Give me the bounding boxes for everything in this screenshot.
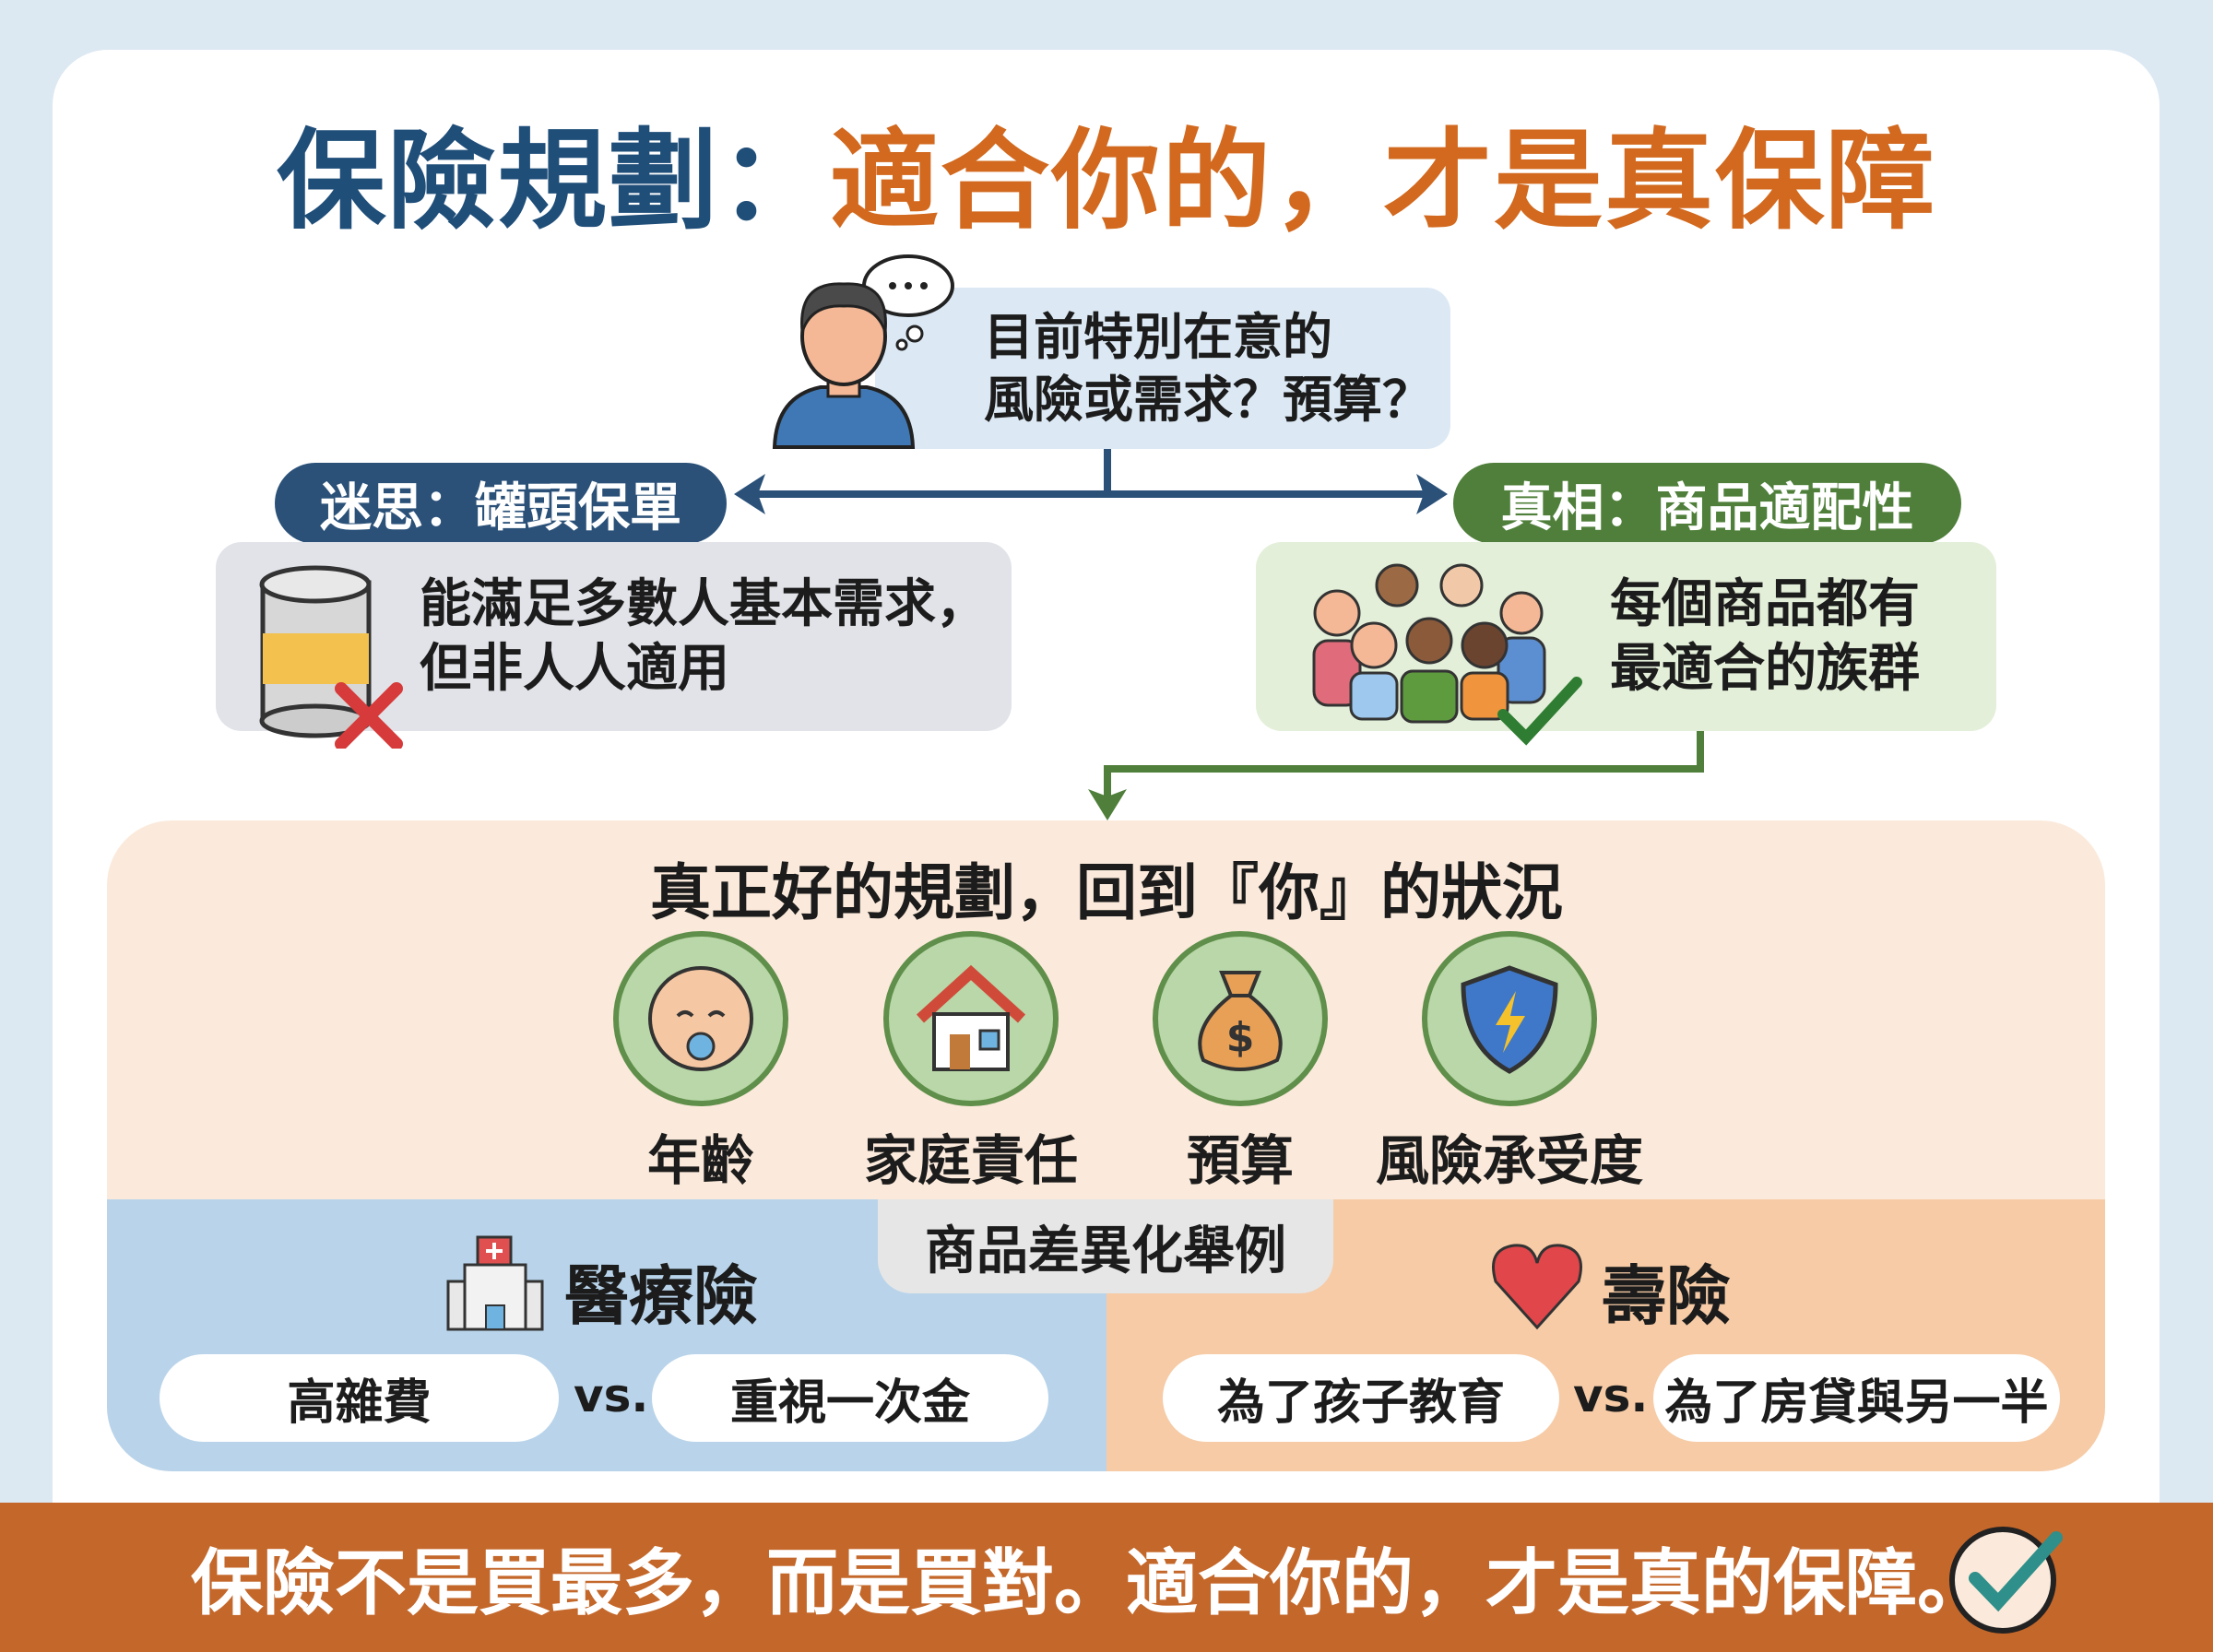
question-box: 目前特別在意的 風險或需求？預算？ [875,288,1450,449]
medical-option-2: 重視一次金 [652,1354,1048,1442]
money-bag-icon: $ [1153,931,1328,1106]
diverse-people-group-icon [1312,563,1582,746]
medical-option-1: 高雜費 [160,1354,559,1442]
shield-icon [1422,931,1597,1106]
life-title: 壽險 [1602,1258,1731,1334]
life-vs: vs. [1573,1369,1649,1422]
footer-banner: 保險不是買最多，而是買對。適合你的，才是真的保障。 [0,1503,2213,1652]
examples-tab: 商品差異化舉例 [878,1199,1333,1293]
house-icon [883,931,1059,1106]
factor-family: 家庭責任 [863,1129,1078,1192]
factor-budget: 預算 [1186,1129,1294,1192]
life-option-2: 為了房貸與另一半 [1653,1354,2060,1442]
life-option-1: 為了孩子教育 [1163,1354,1559,1442]
check-circle-icon [1949,1527,2063,1634]
medical-title: 醫療險 [564,1258,758,1334]
planning-heading: 真正好的規劃，回到『你』的狀況 [650,857,1563,928]
thinking-person-icon [772,254,954,449]
can-with-x-icon [259,565,403,749]
page-title: 保險規劃：適合你的，才是真保障 [276,117,1937,244]
myth-label: 迷思：罐頭保單 [275,463,727,544]
baby-icon [613,931,788,1106]
factor-age: 年齡 [646,1129,754,1192]
svg-text:$: $ [1226,1014,1255,1061]
heart-icon [1492,1244,1582,1330]
hospital-icon [446,1235,544,1331]
medical-vs: vs. [574,1369,649,1422]
truth-label: 真相：商品適配性 [1453,463,1961,544]
factor-risk: 風險承受度 [1375,1129,1643,1192]
flow-connectors [734,449,1704,820]
